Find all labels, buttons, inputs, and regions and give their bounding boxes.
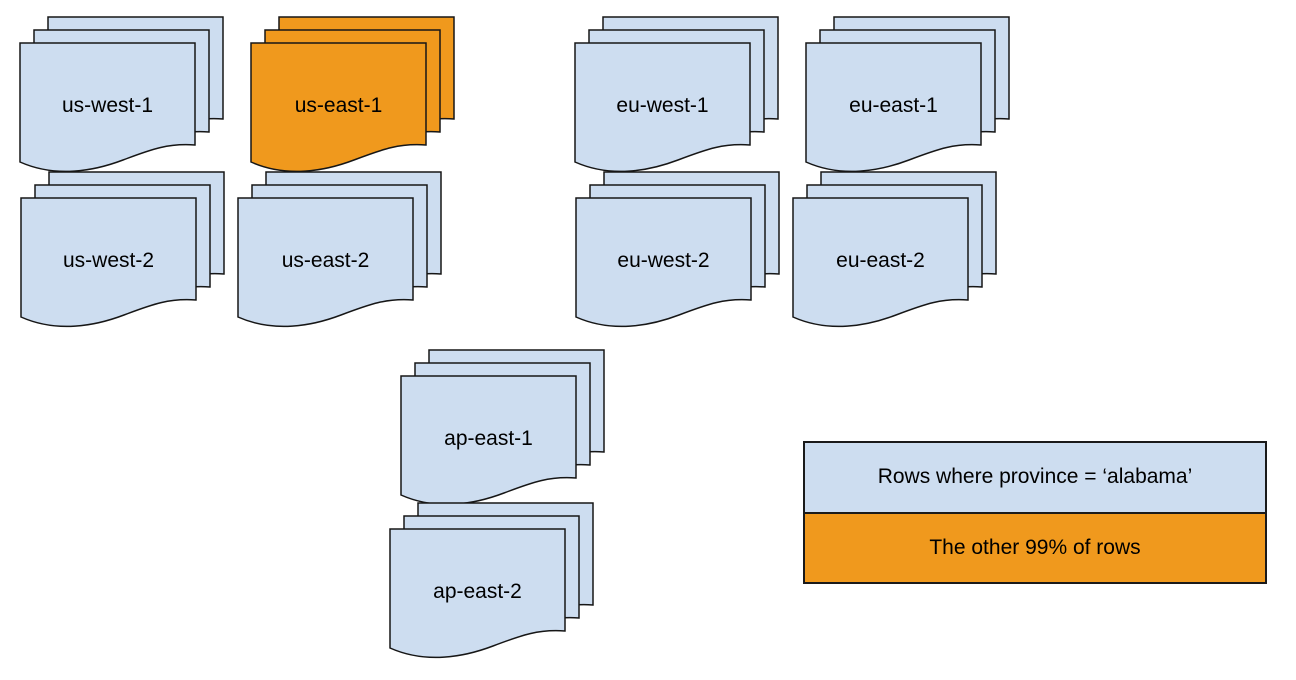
legend: Rows where province = ‘alabama’ The other… [803,441,1267,584]
region-stack-us-west-2: us-west-2 [20,171,226,335]
region-stack-eu-west-1: eu-west-1 [574,16,780,180]
document-stack-icon [400,349,605,506]
legend-item-other-rows: The other 99% of rows [805,511,1265,582]
document-stack-icon [20,171,225,328]
legend-item-alabama-rows: Rows where province = ‘alabama’ [805,443,1265,512]
document-stack-icon [237,171,442,328]
legend-item-label: Rows where province = ‘alabama’ [877,465,1193,489]
region-stack-eu-east-1: eu-east-1 [805,16,1011,180]
region-stack-eu-west-2: eu-west-2 [575,171,781,335]
document-stack-icon [792,171,997,328]
region-stack-ap-east-2: ap-east-2 [389,502,595,666]
region-stack-us-east-1: us-east-1 [250,16,456,180]
region-stack-us-west-1: us-west-1 [19,16,225,180]
document-stack-icon [389,502,594,659]
document-stack-icon [250,16,455,173]
document-stack-icon [805,16,1010,173]
region-stack-eu-east-2: eu-east-2 [792,171,998,335]
legend-item-label: The other 99% of rows [929,535,1141,559]
region-stack-ap-east-1: ap-east-1 [400,349,606,513]
document-stack-icon [19,16,224,173]
region-stack-us-east-2: us-east-2 [237,171,443,335]
document-stack-icon [575,171,780,328]
document-stack-icon [574,16,779,173]
